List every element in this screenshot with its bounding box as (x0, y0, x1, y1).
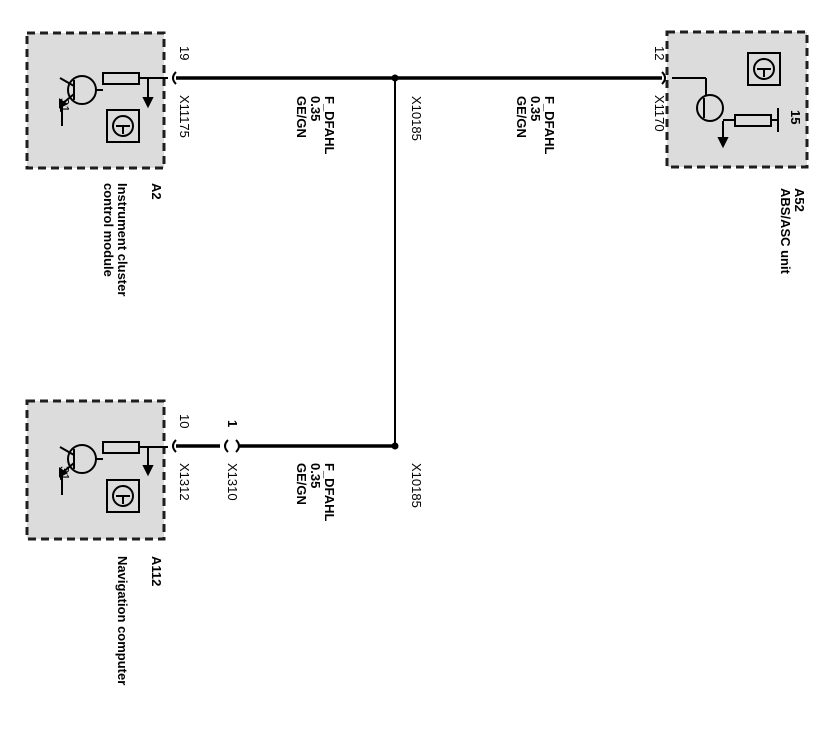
pin-curve (172, 71, 177, 85)
module-a112-box (25, 399, 166, 541)
pin-a52: 12 (652, 46, 667, 60)
pin-curve (172, 439, 177, 453)
pin-curve (224, 439, 229, 453)
control-unit-icon (747, 52, 781, 86)
inline-pin: 1 (225, 420, 240, 427)
connector-a52: X1170 (652, 95, 667, 132)
splice-dot (391, 74, 399, 82)
transistor-icon (672, 77, 729, 149)
pin-a2: 19 (177, 46, 192, 60)
connector-a112: X1312 (177, 463, 192, 501)
wire-signal: F_DFAHL (322, 96, 337, 155)
splice-dot (391, 442, 399, 450)
module-a112: 31 (25, 399, 168, 541)
module-name-a112: Navigation computer (115, 556, 130, 685)
wire-signal: F_DFAHL (322, 463, 337, 522)
transistor-icon (59, 444, 103, 495)
resistor-icon (102, 72, 168, 109)
module-id-a52: A52 (792, 188, 807, 212)
module-a52: 15 (665, 30, 809, 169)
transistor-icon (59, 75, 103, 126)
wire-color: GE/GN (294, 96, 309, 138)
pin-a112: 10 (177, 414, 192, 428)
resistor-icon (723, 108, 779, 132)
module-id-a112: A112 (149, 556, 164, 586)
ground-label: 31 (57, 466, 72, 480)
ground-label: 31 (57, 98, 72, 112)
module-a2: 31 (25, 31, 168, 170)
wire-color: GE/GN (294, 463, 309, 505)
splice-label: X10185 (409, 96, 424, 141)
module-name-a2-line1: Instrument cluster (115, 183, 130, 296)
inline-connector: X1310 (225, 463, 240, 501)
wire-signal: F_DFAHL (542, 96, 557, 155)
control-unit-icon (106, 479, 140, 513)
module-id-a2: A2 (149, 183, 164, 200)
wire-size: 0.35 (308, 96, 323, 121)
module-a2-box (25, 31, 166, 170)
wire-color: GE/GN (514, 96, 529, 138)
pin-curve (661, 71, 666, 85)
module-name-a2-line2: control module (101, 183, 116, 277)
connector-a2: X11175 (177, 95, 192, 138)
resistor-icon (102, 441, 168, 477)
pin-curve (235, 439, 240, 453)
splice-label: X10185 (409, 463, 424, 508)
supply-label: 15 (788, 110, 803, 124)
wire-size: 0.35 (308, 463, 323, 488)
wire-harness (172, 71, 666, 453)
control-unit-icon (106, 109, 140, 143)
module-name-a52: ABS/ASC unit (778, 188, 793, 275)
wire-size: 0.35 (528, 96, 543, 121)
module-a52-box (665, 30, 809, 169)
